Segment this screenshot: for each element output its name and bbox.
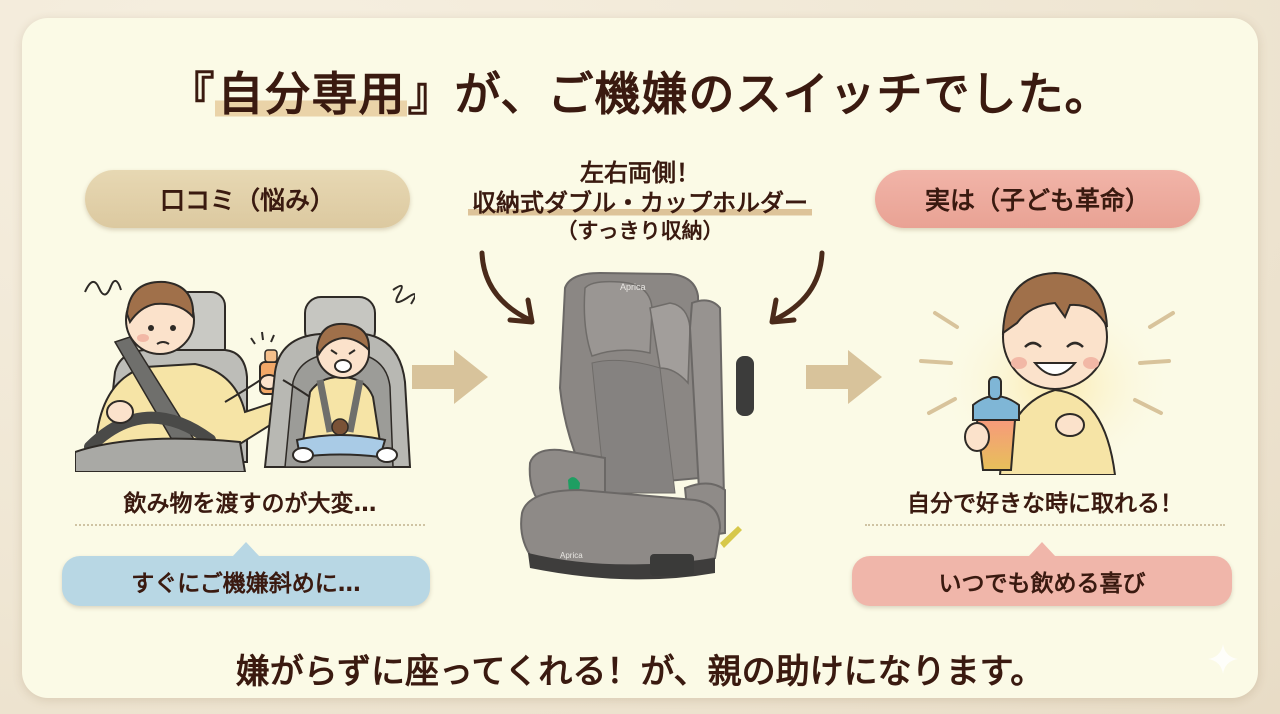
title-open-bracket: 『 bbox=[168, 67, 216, 121]
self-serve-caption: 自分で好きな時に取れる！ bbox=[865, 484, 1225, 526]
parent-child-car-illustration bbox=[75, 279, 415, 472]
reviews-worry-label: 口コミ（悩み） bbox=[85, 170, 410, 228]
bad-mood-bubble: すぐにご機嫌斜めに… bbox=[62, 542, 430, 606]
joy-bubble: いつでも飲める喜び bbox=[852, 542, 1232, 606]
feature-line-2: 収納式ダブル・カップホルダー bbox=[468, 188, 812, 218]
reviews-worry-text: 口コミ（悩み） bbox=[159, 186, 335, 215]
title-close-bracket: 』 bbox=[407, 67, 455, 121]
brand-logo-top: Aprica bbox=[620, 282, 646, 292]
happy-child-illustration bbox=[919, 271, 1175, 475]
booster-car-seat-image: Aprica Aprica bbox=[520, 271, 754, 580]
bad-mood-text: すぐにご機嫌斜めに… bbox=[131, 571, 361, 597]
child-revolution-label: 実は（子ども革命） bbox=[875, 170, 1200, 228]
feature-heading: 左右両側！ 収納式ダブル・カップホルダー （すっきり収納） bbox=[440, 158, 840, 244]
bottom-message: 嫌がらずに座ってくれる！が、親の助けになります。 bbox=[235, 652, 1045, 692]
curved-arrow-left-icon bbox=[479, 250, 535, 325]
joy-text: いつでも飲める喜び bbox=[938, 571, 1146, 597]
feature-line-3: （すっきり収納） bbox=[556, 219, 724, 243]
title-rest: が、ご機嫌のスイッチでした。 bbox=[454, 67, 1112, 121]
title-highlight: 自分専用 bbox=[215, 67, 408, 121]
feature-line-1: 左右両側！ bbox=[580, 159, 700, 187]
curved-arrow-right-icon bbox=[769, 250, 825, 325]
brand-logo-front: Aprica bbox=[560, 551, 583, 560]
arrow-right-icon bbox=[412, 350, 488, 404]
arrow-right-icon bbox=[806, 350, 882, 404]
page-title: 『自分専用』が、ご機嫌のスイッチでした。 bbox=[0, 58, 1280, 124]
difficulty-caption: 飲み物を渡すのが大変… bbox=[75, 484, 425, 526]
child-revolution-text: 実は（子ども革命） bbox=[924, 186, 1150, 215]
sparkle-icon bbox=[1208, 644, 1238, 674]
